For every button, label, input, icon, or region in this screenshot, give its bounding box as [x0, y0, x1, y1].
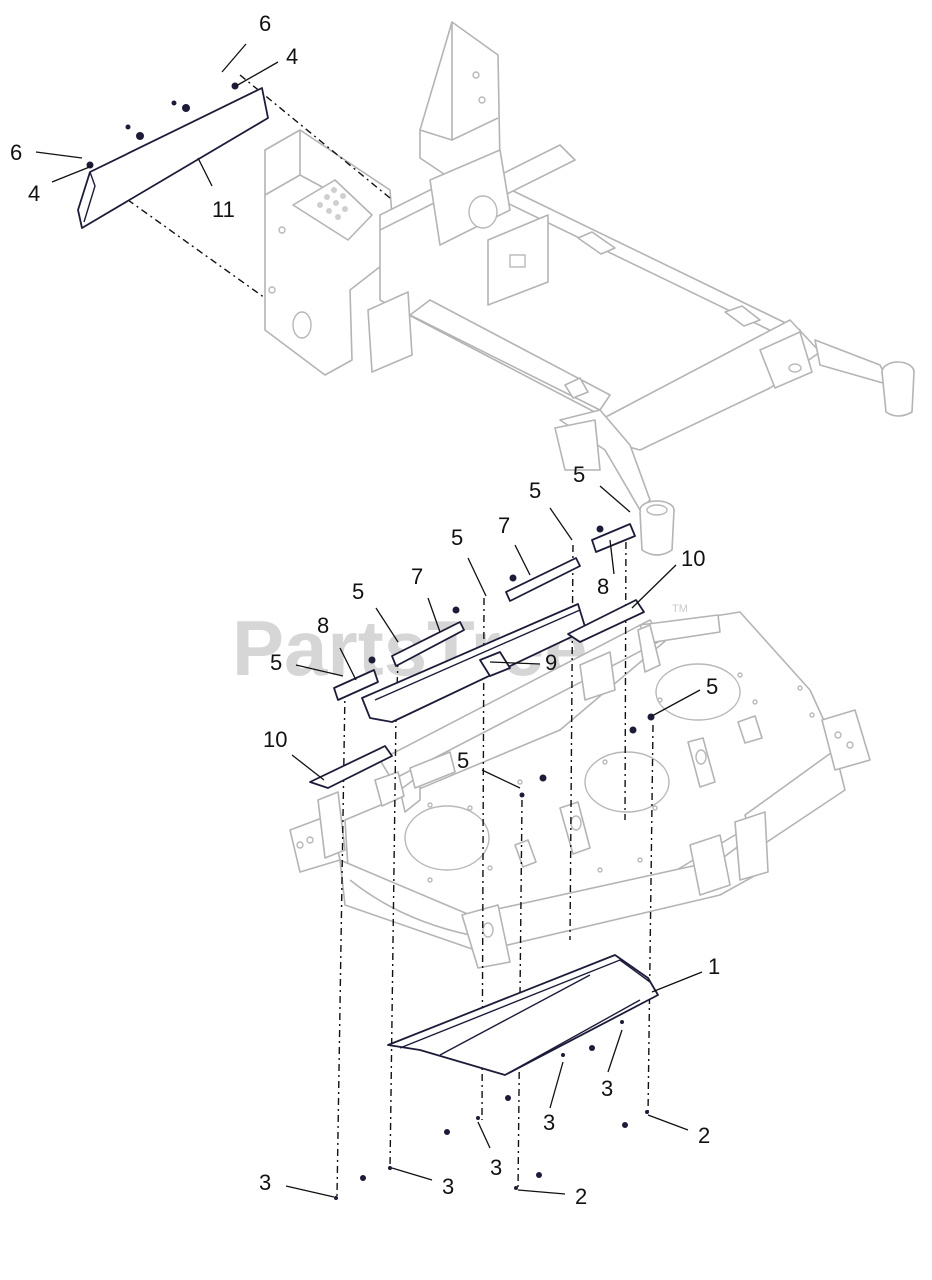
- callout-6: 6: [10, 140, 22, 165]
- part-8-bracket-right: [591, 523, 636, 553]
- callout-5: 5: [451, 525, 463, 550]
- callout-5: 5: [529, 478, 541, 503]
- callout-3: 3: [543, 1110, 555, 1135]
- part-1-baffle: [387, 954, 659, 1076]
- part-11-rear-shield: [77, 87, 269, 229]
- callout-3: 3: [259, 1170, 271, 1195]
- callout-8: 8: [597, 574, 609, 599]
- callout-5: 5: [706, 674, 718, 699]
- leader-lines: [35, 43, 703, 1198]
- callout-2: 2: [698, 1123, 710, 1148]
- callout-5: 5: [457, 748, 469, 773]
- part-7-strap-right: [505, 557, 581, 602]
- callout-4: 4: [28, 181, 40, 206]
- callout-7: 7: [411, 564, 423, 589]
- callout-labels: 6 4 6 4 11 5 5 7 8 10 5 7 5 8 9 5 10 5 5…: [10, 11, 720, 1209]
- part-9-hanger-plate: [361, 603, 587, 723]
- callout-9: 9: [545, 650, 557, 675]
- callout-3: 3: [601, 1076, 613, 1101]
- callout-3: 3: [490, 1155, 502, 1180]
- callout-5: 5: [573, 462, 585, 487]
- part-10-spacer-left: [309, 745, 393, 789]
- callout-6: 6: [259, 11, 271, 36]
- chassis-frame: [264, 21, 915, 556]
- fasteners: [86, 82, 655, 1200]
- callout-8: 8: [317, 613, 329, 638]
- part-7-strap-left: [391, 621, 465, 667]
- callout-5: 5: [352, 579, 364, 604]
- callout-11: 11: [212, 197, 235, 222]
- part-10-spacer-right: [567, 599, 645, 643]
- callout-7: 7: [498, 513, 510, 538]
- part-8-bracket-left: [333, 669, 379, 701]
- callout-3: 3: [442, 1174, 454, 1199]
- callout-1: 1: [708, 954, 720, 979]
- callout-5: 5: [270, 650, 282, 675]
- watermark-trademark: TM: [672, 603, 688, 615]
- callout-2: 2: [575, 1184, 587, 1209]
- callout-10: 10: [263, 727, 287, 752]
- callout-10: 10: [681, 546, 705, 571]
- callout-4: 4: [286, 44, 298, 69]
- mower-deck: [289, 611, 871, 969]
